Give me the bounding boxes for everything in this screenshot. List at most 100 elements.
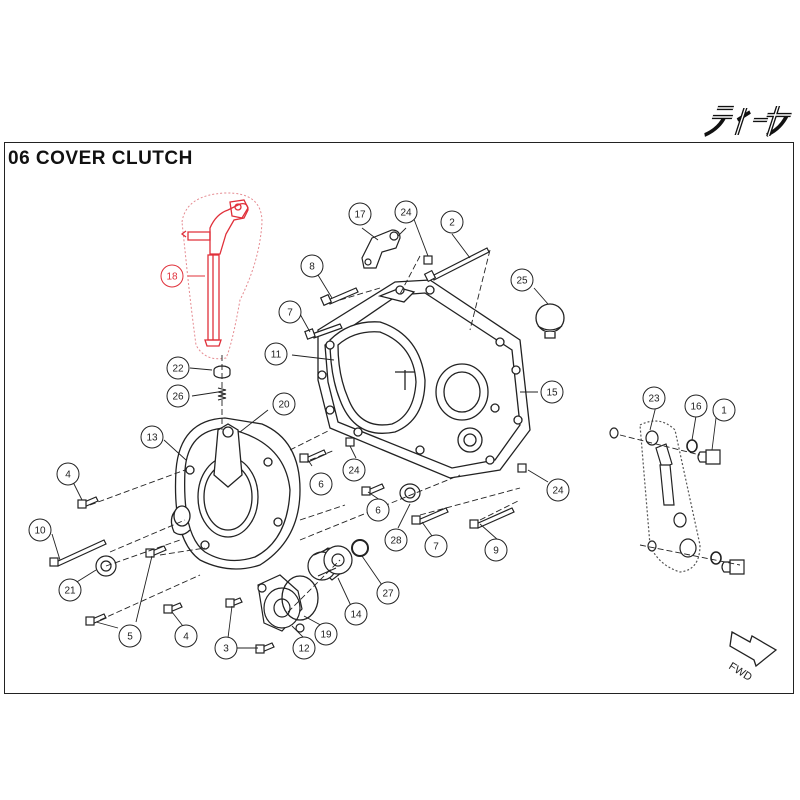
callout-number: 20 xyxy=(278,400,290,411)
callout-number: 3 xyxy=(223,644,229,655)
callout-number: 16 xyxy=(690,402,702,413)
callout-part-15: 15 xyxy=(540,380,564,404)
callout-part-13: 13 xyxy=(140,425,164,449)
callout-part-4: 4 xyxy=(174,624,198,648)
callout-circle xyxy=(58,578,82,602)
bolt-part-6-mid xyxy=(361,483,385,496)
callout-circle xyxy=(376,581,400,605)
callout-number: 28 xyxy=(390,536,402,547)
callout-number: 9 xyxy=(493,546,499,557)
callout-number: 10 xyxy=(34,526,46,537)
callout-circle xyxy=(278,300,302,324)
callout-part-9: 9 xyxy=(484,538,508,562)
callout-number: 11 xyxy=(271,350,282,361)
callout-number: 23 xyxy=(648,394,660,405)
diagram-frame xyxy=(4,142,794,694)
fwd-label: FWD xyxy=(726,660,754,683)
callout-part-4: 4 xyxy=(56,462,80,486)
bolt-part-7-upper xyxy=(304,323,343,340)
callout-circle xyxy=(384,528,408,552)
bolt-part-3-a xyxy=(225,597,243,608)
callout-part-19: 19 xyxy=(314,622,338,646)
callout-part-5: 5 xyxy=(118,624,142,648)
callout-part-27: 27 xyxy=(376,581,400,605)
callout-circle xyxy=(140,425,164,449)
part-18-shaft-highlighted xyxy=(180,192,263,360)
fwd-direction-arrow: FWD xyxy=(726,630,778,684)
callout-number: 2 xyxy=(449,218,455,229)
callout-number: 19 xyxy=(320,630,332,641)
part-26-spring xyxy=(217,387,227,401)
callout-circle xyxy=(348,202,372,226)
callout-number: 7 xyxy=(433,542,439,553)
bolt-part-24-mid xyxy=(345,437,355,447)
callout-part-20: 20 xyxy=(272,392,296,416)
callout-part-24: 24 xyxy=(394,200,418,224)
callout-part-18: 18 xyxy=(160,264,184,288)
bolt-part-7-lower xyxy=(411,507,449,525)
callout-part-28: 28 xyxy=(384,528,408,552)
callout-number: 24 xyxy=(552,486,564,497)
callout-number: 5 xyxy=(127,632,133,643)
callout-circle xyxy=(424,534,448,558)
callout-part-6: 6 xyxy=(309,472,333,496)
callout-circle xyxy=(546,478,570,502)
callout-circle xyxy=(712,398,736,422)
callout-circle xyxy=(510,268,534,292)
callout-part-2: 2 xyxy=(440,210,464,234)
callout-part-1: 1 xyxy=(712,398,736,422)
callout-number: 14 xyxy=(350,610,362,621)
callout-circle xyxy=(484,538,508,562)
part-28-seal xyxy=(399,483,421,503)
bolt-part-9 xyxy=(469,507,515,529)
part-17-bracket xyxy=(361,229,401,269)
callout-circle xyxy=(118,624,142,648)
callout-number: 17 xyxy=(354,210,366,221)
bolt-part-4-left xyxy=(77,496,99,509)
part-11-inner-cover xyxy=(317,279,531,479)
part-23-banjo-fitting xyxy=(609,420,701,573)
bolt-part-24-right xyxy=(517,463,527,473)
bolt-part-3-b xyxy=(255,642,275,654)
callout-number: 24 xyxy=(348,466,360,477)
callout-number: 7 xyxy=(287,308,293,319)
bolt-part-24-upper xyxy=(423,255,433,265)
callout-number: 4 xyxy=(183,632,189,643)
part-25-oil-cap xyxy=(535,303,565,339)
callout-circle xyxy=(314,622,338,646)
callout-part-25: 25 xyxy=(510,268,534,292)
callout-number: 27 xyxy=(382,589,394,600)
callout-part-3: 3 xyxy=(214,636,238,660)
callout-part-16: 16 xyxy=(684,394,708,418)
callout-circle xyxy=(56,462,80,486)
callout-part-6: 6 xyxy=(366,498,390,522)
callout-number: 18 xyxy=(166,272,178,283)
daytona-brand-logo xyxy=(704,105,792,137)
bolt-part-5-a xyxy=(145,545,167,558)
bolt-part-2 xyxy=(423,247,490,283)
callout-number: 22 xyxy=(172,364,184,375)
part-27-o-ring xyxy=(351,539,369,557)
callout-number: 12 xyxy=(298,644,310,655)
callout-circle xyxy=(300,254,324,278)
callout-part-8: 8 xyxy=(300,254,324,278)
callout-number: 8 xyxy=(309,262,315,273)
callout-part-23: 23 xyxy=(642,386,666,410)
callout-part-7: 7 xyxy=(424,534,448,558)
callout-number: 25 xyxy=(516,276,528,287)
callout-part-7: 7 xyxy=(278,300,302,324)
callout-number: 21 xyxy=(64,586,76,597)
part-19-gasket xyxy=(281,575,319,621)
bolts xyxy=(49,247,527,654)
callout-number: 1 xyxy=(721,406,727,417)
callout-part-24: 24 xyxy=(342,458,366,482)
callout-circle xyxy=(174,624,198,648)
bolt-part-4-lower xyxy=(163,602,183,614)
callout-number: 6 xyxy=(375,506,381,517)
callout-circle xyxy=(160,264,184,288)
bolt-part-10 xyxy=(49,539,107,567)
callout-number: 6 xyxy=(318,480,324,491)
callout-part-21: 21 xyxy=(58,578,82,602)
